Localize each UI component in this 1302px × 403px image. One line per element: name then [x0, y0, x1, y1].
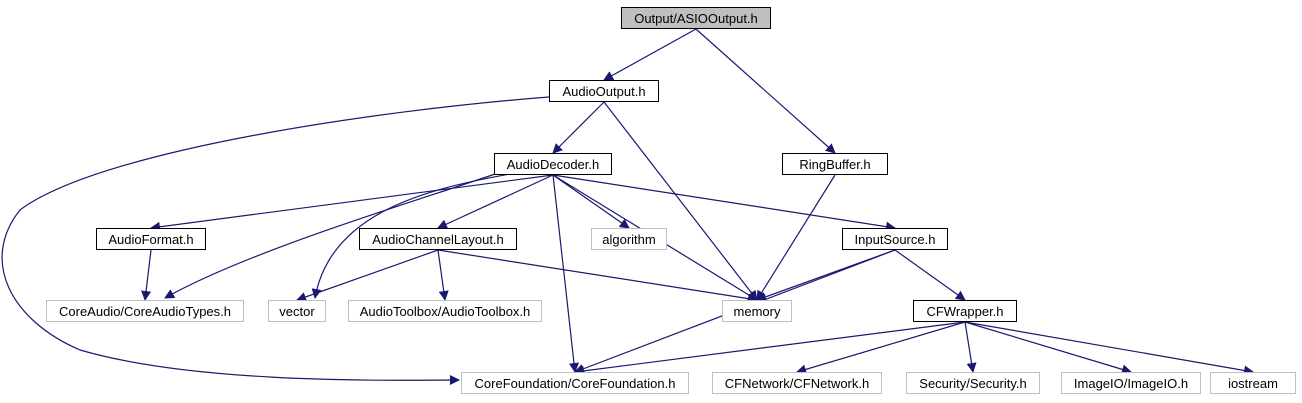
node-coreaudiotypes-h: CoreAudio/CoreAudioTypes.h — [46, 300, 244, 322]
edge-audiochannellayout-to-memory — [437, 249, 758, 304]
node-inputsource-h[interactable]: InputSource.h — [842, 228, 948, 250]
edge-audiodecoder-to-audiochannellayout — [437, 174, 554, 229]
node-cfnetwork-h: CFNetwork/CFNetwork.h — [712, 372, 882, 394]
edge-cfwrapper-to-security — [964, 321, 977, 373]
node-algorithm: algorithm — [591, 228, 667, 250]
edge-audiochannellayout-to-vector — [296, 249, 439, 302]
node-asiooutput-h[interactable]: Output/ASIOOutput.h — [621, 7, 771, 29]
edge-cfwrapper-to-cfnetwork — [796, 321, 966, 375]
edge-audioformat-to-coreaudiotypes — [141, 249, 152, 301]
edge-audiooutput-to-memory — [603, 101, 758, 301]
node-cfwrapper-h[interactable]: CFWrapper.h — [913, 300, 1017, 322]
edge-audiodecoder-to-corefoundation — [552, 174, 579, 373]
node-corefoundation-h: CoreFoundation/CoreFoundation.h — [461, 372, 689, 394]
edge-audiodecoder-to-inputsource — [552, 174, 896, 232]
edge-audiodecoder-to-coreaudiotypes — [164, 172, 499, 299]
edge-audiooutput-to-audiodecoder — [552, 101, 605, 154]
node-vector: vector — [268, 300, 326, 322]
edge-cfwrapper-to-imageio — [964, 321, 1132, 375]
edge-audiodecoder-to-algorithm — [552, 174, 630, 229]
node-audiochannellayout-h[interactable]: AudioChannelLayout.h — [359, 228, 517, 250]
edge-audiochannellayout-to-audiotoolbox — [437, 249, 449, 301]
edge-asiooutput-to-ringbuffer — [695, 28, 836, 154]
edge-inputsource-to-cfwrapper — [894, 249, 966, 301]
node-audioformat-h[interactable]: AudioFormat.h — [96, 228, 206, 250]
edge-audiodecoder-to-vector — [311, 173, 511, 299]
edge-cfwrapper-to-iostream — [964, 321, 1254, 376]
edge-cfwrapper-to-corefoundation — [574, 321, 966, 376]
edge-audiodecoder-to-audioformat — [150, 174, 554, 232]
node-iostream: iostream — [1210, 372, 1296, 394]
edge-asiooutput-to-audiooutput — [603, 28, 697, 81]
node-ringbuffer-h[interactable]: RingBuffer.h — [782, 153, 888, 175]
edge-ringbuffer-to-memory — [756, 174, 836, 301]
node-imageio-h: ImageIO/ImageIO.h — [1061, 372, 1201, 394]
node-audiooutput-h[interactable]: AudioOutput.h — [549, 80, 659, 102]
node-audiodecoder-h[interactable]: AudioDecoder.h — [494, 153, 612, 175]
node-memory: memory — [722, 300, 792, 322]
edge-audiooutput-to-corefoundation — [1, 96, 550, 386]
node-audiotoolbox-h: AudioToolbox/AudioToolbox.h — [348, 300, 542, 322]
node-security-h: Security/Security.h — [906, 372, 1040, 394]
